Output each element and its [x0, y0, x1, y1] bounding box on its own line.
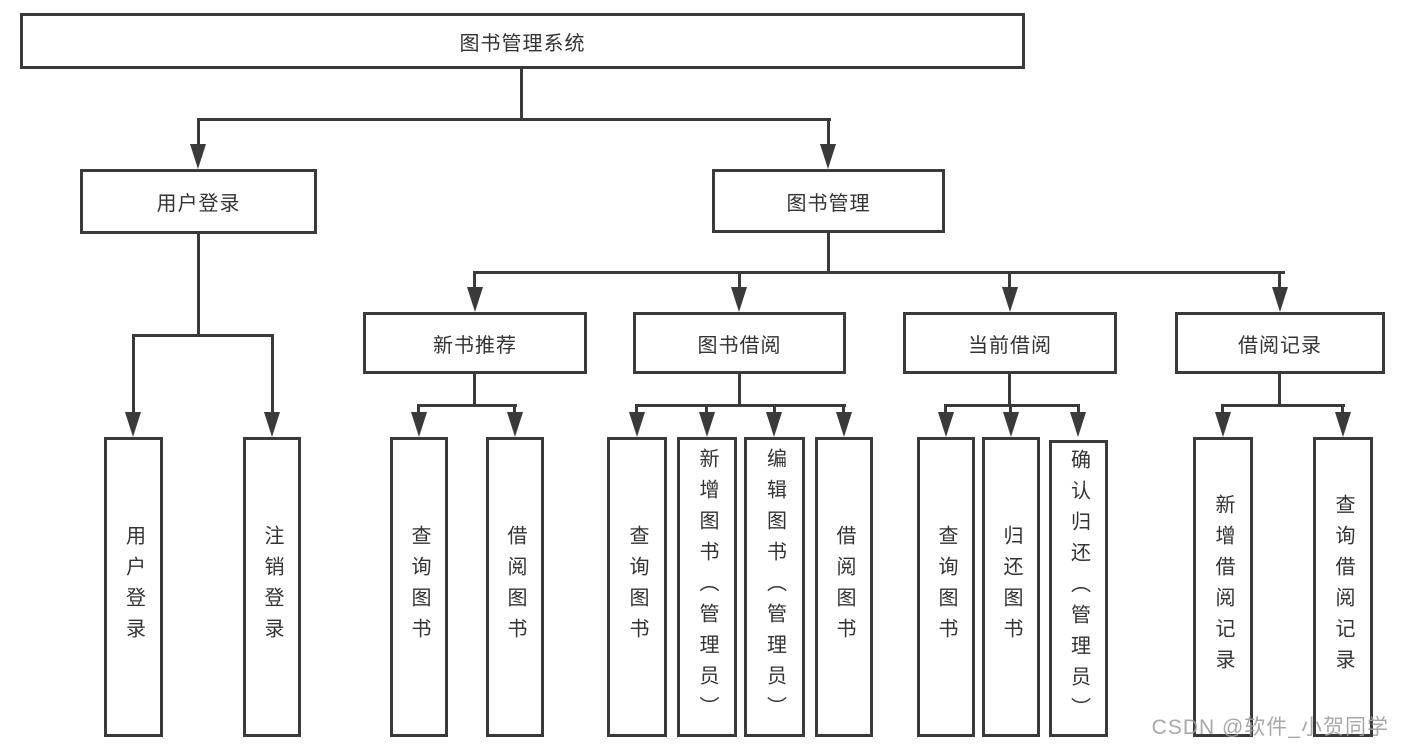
leaf-br-query-record: 查询借阅记录 [1313, 437, 1373, 737]
node-label: 归还图书 [1000, 525, 1022, 649]
connector-vline [842, 404, 845, 418]
node-label: 借阅图书 [833, 525, 855, 649]
node-book-management: 图书管理 [712, 169, 945, 233]
leaf-cb-confirm-return: 确认归还（管理员） [1049, 440, 1108, 737]
node-label: 图书管理 [786, 192, 871, 215]
node-label: 图书借阅 [697, 334, 782, 357]
arrow-down-icon [1215, 412, 1231, 437]
connector-hline [132, 334, 274, 337]
connector-vline [635, 404, 638, 418]
node-label: 新书推荐 [433, 334, 517, 357]
arrow-down-icon [1002, 287, 1018, 312]
node-user-login: 用户登录 [80, 169, 317, 234]
leaf-user-login: 用户登录 [104, 437, 163, 737]
arrow-down-icon [1272, 287, 1288, 312]
arrow-down-icon [467, 287, 483, 312]
node-current-borrowing: 当前借阅 [903, 312, 1117, 374]
node-label: 编辑图书（管理员） [763, 447, 786, 727]
connector-vline [1278, 271, 1281, 293]
arrow-down-icon [766, 412, 782, 437]
node-label: 借阅记录 [1238, 334, 1322, 357]
connector-vline [1008, 374, 1011, 407]
node-label: 确认归还（管理员） [1067, 449, 1090, 728]
leaf-br-add-record: 新增借阅记录 [1193, 437, 1253, 737]
connector-vline [1278, 374, 1281, 407]
leaf-bb-add-book: 新增图书（管理员） [677, 437, 737, 737]
arrow-down-icon [836, 412, 852, 437]
arrow-down-icon [820, 144, 836, 169]
node-label: 查询借阅记录 [1332, 494, 1354, 680]
connector-vline [473, 271, 476, 293]
connector-vline [132, 334, 135, 416]
arrow-down-icon [125, 412, 141, 437]
node-label: 当前借阅 [968, 334, 1052, 357]
leaf-bb-query-book: 查询图书 [607, 437, 667, 737]
leaf-nbr-borrow-book: 借阅图书 [486, 437, 544, 737]
connector-hline [417, 404, 517, 407]
node-label: 用户登录 [122, 525, 145, 649]
node-label: 用户登录 [156, 193, 241, 215]
connector-hline [944, 404, 1080, 407]
node-label: 查询图书 [935, 525, 957, 649]
connector-vline [1009, 404, 1012, 418]
connector-vline [1341, 404, 1344, 418]
node-label: 新增图书（管理员） [696, 447, 718, 727]
connector-vline [827, 233, 830, 274]
connector-vline [705, 404, 708, 418]
arrow-down-icon [699, 412, 715, 437]
watermark: CSDN @软件_小贺同学 [1151, 716, 1389, 739]
node-book-borrowing: 图书借阅 [633, 312, 846, 374]
connector-vline [1008, 271, 1011, 293]
arrow-down-icon [1070, 412, 1086, 437]
connector-vline [1077, 404, 1080, 418]
connector-vline [271, 334, 274, 416]
arrow-down-icon [411, 412, 427, 437]
connector-vline [944, 404, 947, 418]
node-label: 查询图书 [626, 525, 648, 649]
leaf-logout: 注销登录 [243, 437, 301, 737]
arrow-down-icon [629, 412, 645, 437]
connector-vline [738, 271, 741, 293]
connector-hline [473, 271, 1285, 274]
arrow-down-icon [1335, 412, 1351, 437]
arrow-down-icon [264, 412, 280, 437]
connector-vline [513, 404, 516, 418]
connector-vline [1221, 404, 1224, 418]
node-new-book-recommend: 新书推荐 [363, 312, 587, 374]
arrow-down-icon [190, 144, 206, 169]
connector-vline [197, 233, 200, 337]
node-label: 注销登录 [261, 525, 283, 649]
arrow-down-icon [731, 287, 747, 312]
leaf-bb-edit-book: 编辑图书（管理员） [744, 437, 805, 737]
leaf-bb-borrow-book: 借阅图书 [815, 437, 873, 737]
connector-hline [197, 118, 831, 121]
node-root: 图书管理系统 [20, 13, 1025, 69]
leaf-cb-return-book: 归还图书 [982, 437, 1040, 737]
connector-vline [773, 404, 776, 418]
connector-vline [197, 118, 200, 148]
connector-vline [520, 69, 523, 121]
connector-vline [417, 404, 420, 418]
connector-hline [635, 404, 846, 407]
connector-hline [1221, 404, 1345, 407]
connector-vline [827, 118, 830, 148]
arrow-down-icon [1003, 412, 1019, 437]
node-label: 借阅图书 [504, 525, 526, 649]
node-borrowing-records: 借阅记录 [1175, 312, 1385, 374]
connector-vline [473, 374, 476, 407]
leaf-cb-query-book: 查询图书 [917, 437, 975, 737]
arrow-down-icon [507, 412, 523, 437]
leaf-nbr-query-book: 查询图书 [390, 437, 448, 737]
node-label: 图书管理系统 [459, 32, 586, 55]
node-label: 查询图书 [408, 525, 430, 649]
connector-vline [738, 374, 741, 407]
node-label: 新增借阅记录 [1212, 494, 1234, 680]
arrow-down-icon [938, 412, 954, 437]
